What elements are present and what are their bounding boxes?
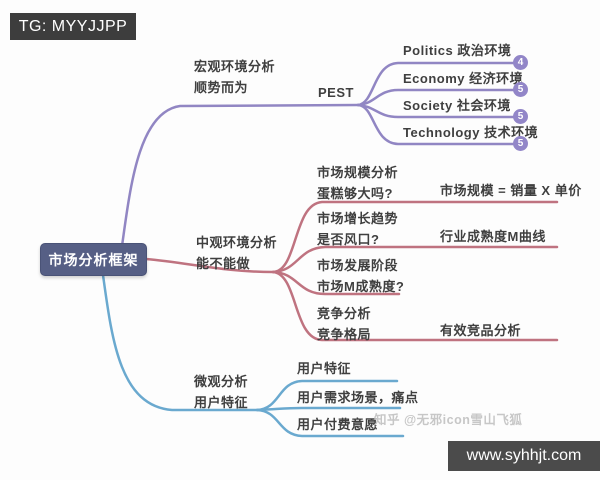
- macro-child-society: Society 社会环境: [403, 98, 511, 113]
- macro-node-label: 宏观环境分析 顺势而为: [194, 59, 276, 95]
- meso-child-line-competition: [271, 270, 559, 342]
- macro-child-line-technology: [356, 103, 516, 146]
- meso-sub-maturity-curve: 行业成熟度M曲线: [440, 229, 546, 244]
- micro-child-line-willingness: [255, 408, 405, 438]
- macro-child-technology: Technology 技术环境: [403, 125, 539, 140]
- meso-child-stage: 市场发展阶段 市场M成熟度?: [317, 258, 405, 294]
- macro-hub-label: PEST: [318, 85, 354, 100]
- count-badge-society: 5: [513, 109, 528, 124]
- count-badge-politics: 4: [513, 55, 528, 70]
- meso-child-line-growth: [271, 245, 559, 274]
- macro-child-economy: Economy 经济环境: [403, 71, 524, 86]
- micro-child-needs: 用户需求场景，痛点: [297, 390, 419, 405]
- meso-child-growth: 市场增长趋势 是否风口?: [317, 211, 399, 247]
- meso-trunk-line: [144, 257, 275, 274]
- micro-branch-lines: [101, 273, 405, 438]
- micro-trunk-line: [101, 273, 259, 412]
- macro-child-politics: Politics 政治环境: [403, 43, 512, 58]
- count-badge-technology: 5: [513, 136, 528, 151]
- macro-child-line-economy: [356, 88, 516, 107]
- meso-child-line-stage: [271, 270, 401, 296]
- micro-child-willingness: 用户付费意愿: [297, 417, 379, 432]
- meso-child-competition: 竞争分析 竞争格局: [317, 306, 372, 342]
- meso-child-scale: 市场规模分析 蛋糕够大吗?: [317, 165, 399, 201]
- macro-trunk-line: [120, 103, 360, 248]
- tg-channel-box: TG: MYYJJPP: [10, 13, 136, 40]
- count-badge-economy: 5: [513, 82, 528, 97]
- zhihu-watermark: 知乎 @无邪icon雪山飞狐: [374, 413, 523, 427]
- micro-child-line-needs: [255, 406, 402, 412]
- meso-branch-lines: [144, 200, 559, 342]
- meso-sub-competitor-analysis: 有效竞品分析: [440, 323, 522, 338]
- meso-child-line-scale: [271, 200, 559, 274]
- root-node: 市场分析框架: [40, 243, 147, 276]
- meso-sub-scale-formula: 市场规模 = 销量 X 单价: [440, 183, 582, 198]
- micro-node-label: 微观分析 用户特征: [194, 374, 249, 410]
- site-url-box: www.syhhjt.com: [448, 441, 600, 471]
- macro-branch-lines: [120, 61, 516, 248]
- meso-node-label: 中观环境分析 能不能做: [196, 235, 278, 271]
- micro-child-traits: 用户特征: [297, 361, 352, 376]
